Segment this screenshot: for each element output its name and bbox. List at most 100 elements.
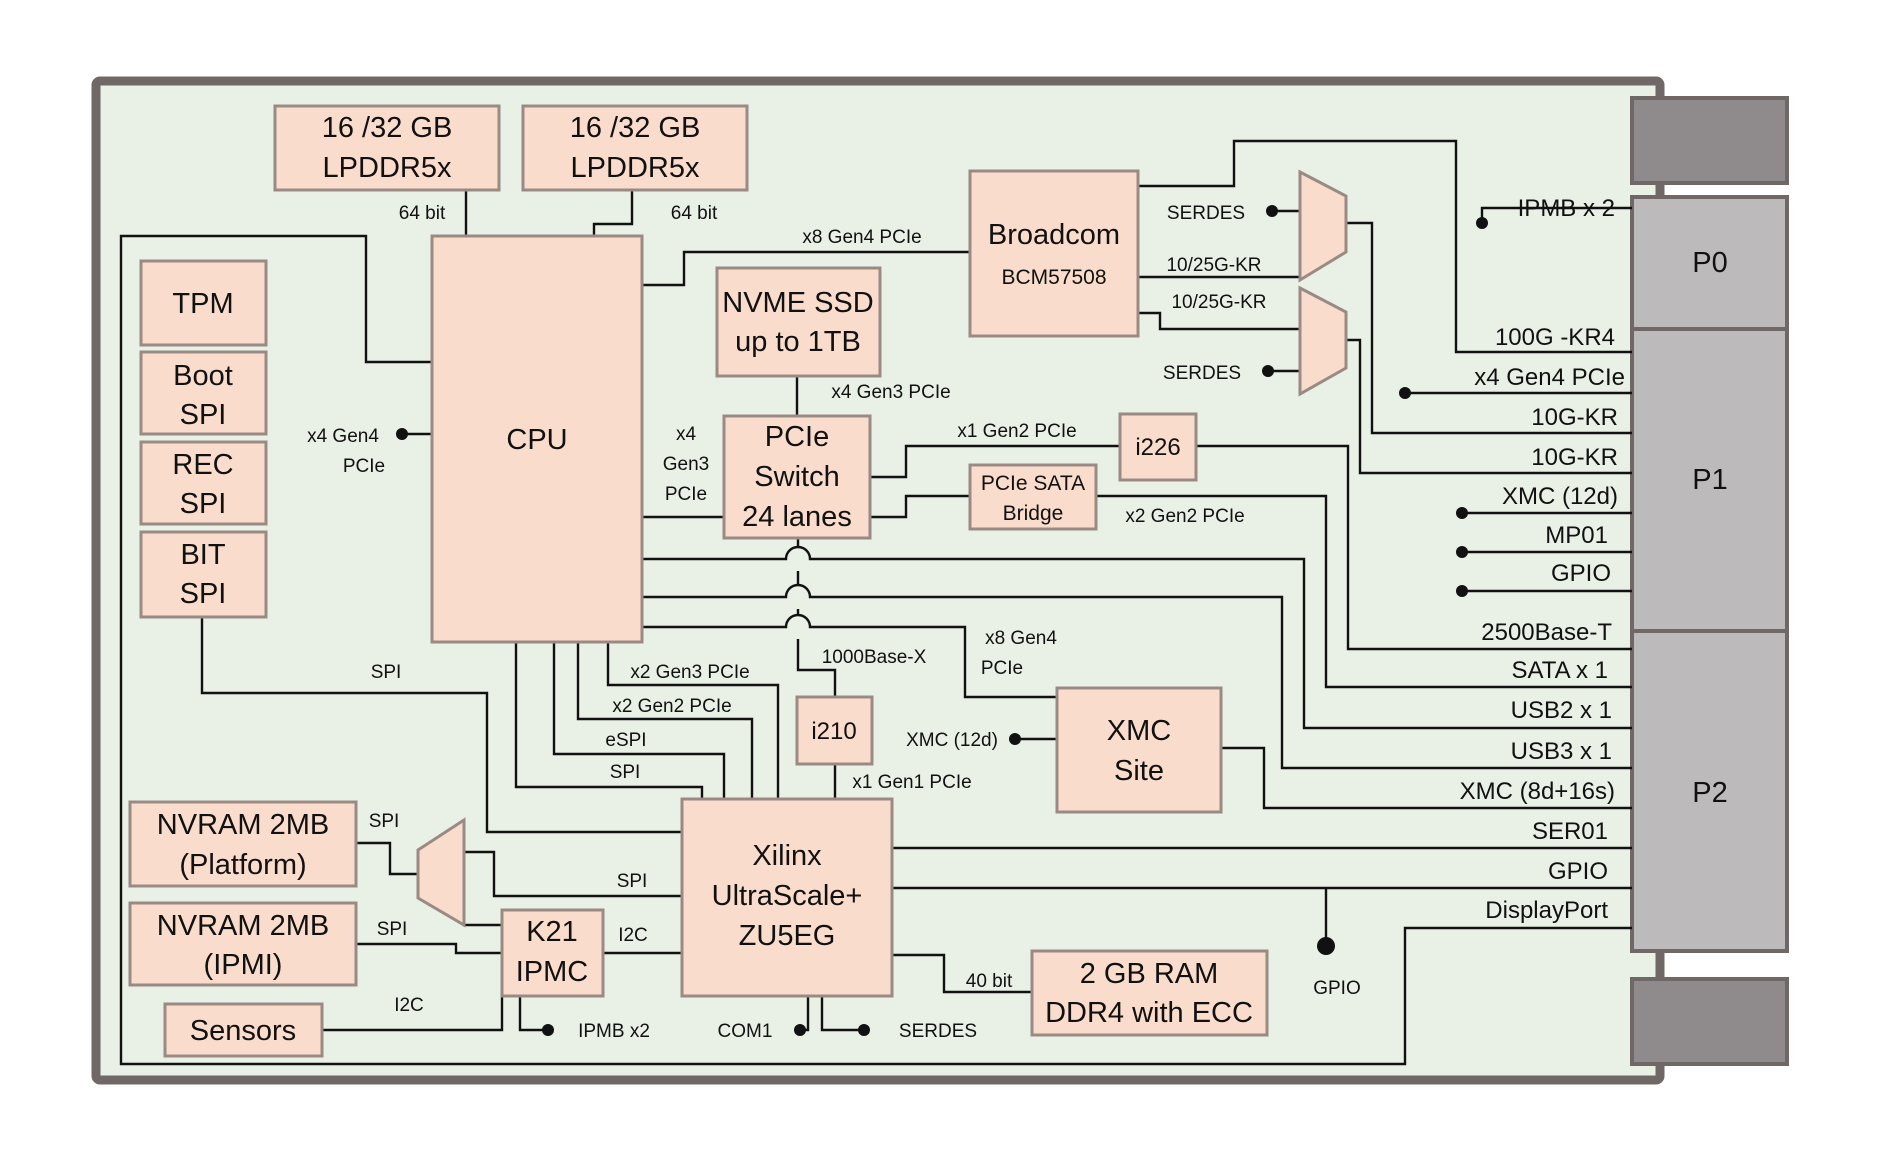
block-mem2 (521, 104, 749, 192)
block-k21 (500, 908, 605, 998)
io-100g-kr4: 100G -KR4 (1495, 324, 1615, 351)
dot-gpio-bottom (1317, 937, 1335, 955)
dot-xmc12d (1456, 507, 1468, 519)
mux-serdes-top (1298, 169, 1348, 283)
io-ipmb-x2: IPMB x 2 (1518, 195, 1615, 222)
i210-label: i210 (811, 718, 856, 745)
wire-switch-sata (870, 494, 970, 519)
dot-ipmb-bottom (542, 1024, 554, 1036)
label-x8-gen4-xmc-2: PCIe (981, 658, 1023, 679)
k21-line2: IPMC (516, 956, 589, 988)
label-xmc-12d-left: XMC (12d) (906, 730, 998, 751)
connectors: P0 P1 P2 (1630, 96, 1789, 1066)
label-x4-gen3-cpu-1: x4 (676, 424, 697, 445)
rec-spi-line2: SPI (180, 488, 227, 520)
dot-mp01 (1456, 546, 1468, 558)
wires (119, 139, 1632, 1066)
dot-gpio-a (1456, 585, 1468, 597)
wire-cpu-usb3 (642, 583, 1632, 770)
block-ram (1030, 949, 1269, 1037)
connector-p0 (1630, 195, 1789, 331)
multiplexers (416, 169, 1348, 928)
wire-mux-mid-out (1346, 338, 1632, 475)
block-mem1 (273, 104, 501, 192)
label-x8-gen4-pcie: x8 Gen4 PCIe (802, 227, 921, 248)
block-i210 (795, 695, 874, 766)
ram-line2: DDR4 with ECC (1045, 997, 1253, 1029)
switch-line1: PCIe (765, 421, 829, 453)
label-25g-kr-b: 10/25G-KR (1171, 292, 1266, 313)
wire-cpu-x2gen3 (606, 642, 780, 799)
xilinx-line2: UltraScale+ (712, 880, 863, 912)
label-x2-gen2-pcie: x2 Gen2 PCIe (612, 696, 731, 717)
block-i226 (1118, 412, 1198, 482)
block-tpm (139, 259, 268, 347)
nvram-ipmi-line2: (IPMI) (204, 949, 283, 981)
mux-nvram (416, 817, 466, 928)
mux-serdes-mid (1298, 285, 1348, 397)
io-10g-kr-b: 10G-KR (1531, 444, 1618, 471)
wire-labels: 64 bit 64 bit x8 Gen4 PCIe SERDES 10/25G… (307, 203, 1361, 1042)
dot-x4gen4-right (1399, 387, 1411, 399)
wire-k21-ipmb (518, 996, 548, 1032)
io-gpio-b: GPIO (1548, 858, 1608, 885)
io-sata-x1: SATA x 1 (1512, 657, 1608, 684)
label-x8-gen4-xmc-1: x8 Gen4 (985, 628, 1057, 649)
connector-key-top (1630, 96, 1789, 185)
label-x1-gen1-pcie: x1 Gen1 PCIe (852, 772, 971, 793)
wire-sata-out (1096, 494, 1632, 689)
label-x4-gen3-cpu-2: Gen3 (663, 454, 709, 475)
label-64bit-b: 64 bit (671, 203, 718, 224)
wire-broadcom-kr-b (1138, 311, 1300, 331)
connector-p1 (1630, 327, 1789, 633)
block-sensors (163, 1002, 324, 1058)
nvram-ipmi-line1: NVRAM 2MB (157, 910, 329, 942)
block-xmc-site (1055, 686, 1223, 814)
wire-mux-xilinx (464, 850, 682, 898)
ram-line1: 2 GB RAM (1080, 958, 1219, 990)
nvme-line2: up to 1TB (735, 326, 861, 358)
dot-ipmb (1476, 217, 1488, 229)
label-x1-gen2-pcie: x1 Gen2 PCIe (957, 421, 1076, 442)
xilinx-line3: ZU5EG (739, 920, 836, 952)
label-serdes-mid: SERDES (1163, 363, 1241, 384)
xmc-site-line1: XMC (1107, 715, 1171, 747)
nvram-platform-line2: (Platform) (179, 849, 306, 881)
wire-xmc-out (1221, 746, 1632, 810)
junction-dots (396, 205, 1488, 1036)
dot-xmc-left (1009, 733, 1021, 745)
wire-cpu-x2gen2 (576, 642, 754, 799)
mem1-line2: LPDDR5x (323, 152, 452, 184)
block-bit-spi (139, 530, 268, 619)
wire-cpu-spi (514, 642, 704, 799)
nvram-platform-line1: NVRAM 2MB (157, 809, 329, 841)
wire-switch-i226 (870, 444, 1120, 479)
label-40bit: 40 bit (966, 971, 1013, 992)
dot-com1 (794, 1024, 806, 1036)
mem2-line1: 16 /32 GB (570, 112, 701, 144)
io-mp01: MP01 (1545, 522, 1608, 549)
io-signal-labels: IPMB x 2 100G -KR4 x4 Gen4 PCIe 10G-KR 1… (1460, 195, 1625, 924)
wire-serdes-bottom (820, 996, 864, 1032)
connector-p2-label: P2 (1692, 777, 1727, 809)
label-ipmb-x2-bottom: IPMB x2 (578, 1021, 650, 1042)
i226-label: i226 (1135, 434, 1180, 461)
label-spi-xilinx: SPI (617, 871, 648, 892)
io-ser01: SER01 (1532, 818, 1608, 845)
label-64bit-a: 64 bit (399, 203, 446, 224)
label-25g-kr-a: 10/25G-KR (1166, 255, 1261, 276)
block-nvram-platform (128, 800, 358, 888)
connector-p1-label: P1 (1692, 464, 1727, 496)
label-serdes-bottom: SERDES (899, 1021, 977, 1042)
boot-spi-line1: Boot (173, 360, 233, 392)
label-spi-cpu: SPI (610, 762, 641, 783)
label-i2c-k21: I2C (618, 925, 648, 946)
sata-bridge-line2: Bridge (1003, 502, 1064, 525)
io-xmc-12d: XMC (12d) (1502, 483, 1618, 510)
switch-line3: 24 lanes (742, 501, 852, 533)
boot-spi-line2: SPI (180, 399, 227, 431)
cpu-label: CPU (506, 424, 567, 456)
wire-nvram-platform (356, 841, 418, 876)
connector-p2 (1630, 629, 1789, 953)
broadcom-line2: BCM57508 (1001, 266, 1106, 289)
